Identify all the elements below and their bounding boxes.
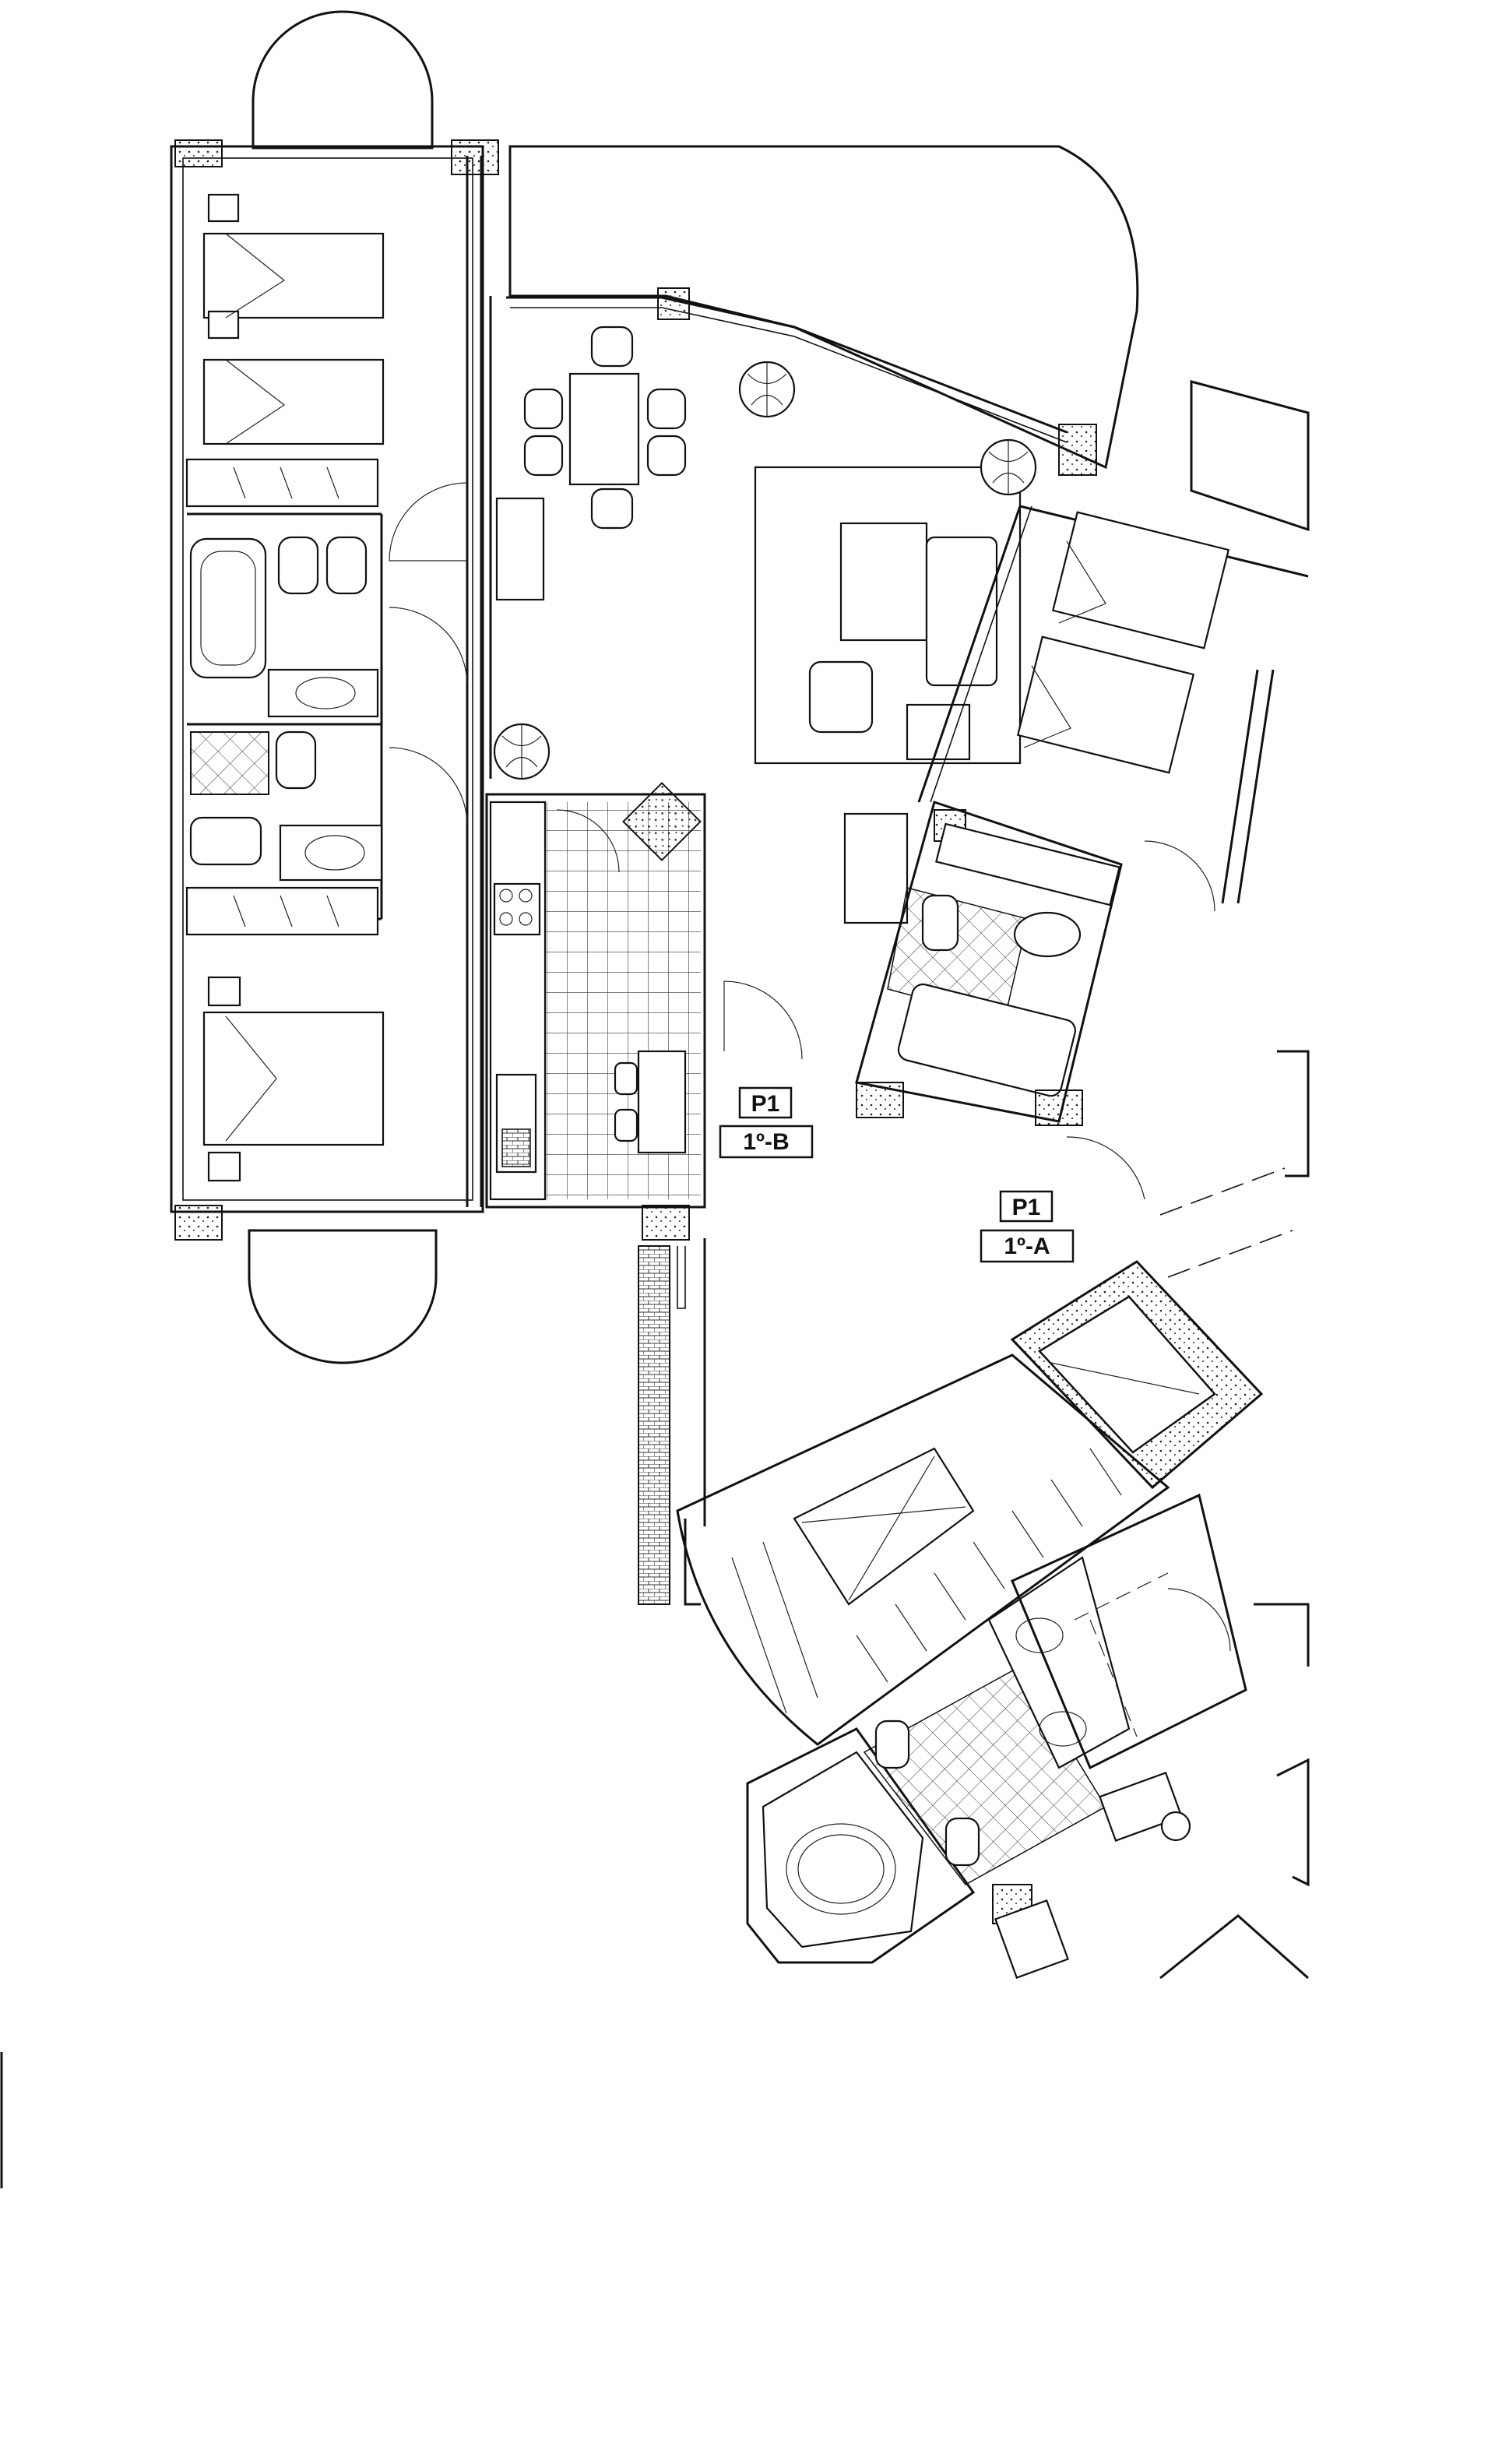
terrace xyxy=(508,145,1310,532)
living-walls xyxy=(489,287,1097,779)
plants xyxy=(493,361,1037,780)
unit-a-bathroom xyxy=(855,801,1123,1126)
label-unit-a-unit: 1º-A xyxy=(1004,1234,1050,1259)
label-unit-b-block: P1 xyxy=(751,1091,780,1117)
doors-b xyxy=(389,482,468,826)
label-unit-a-block: P1 xyxy=(1012,1195,1041,1220)
kitchen xyxy=(485,782,706,1209)
bathroom-b2 xyxy=(189,730,383,882)
bedroom-twin-beds xyxy=(185,193,385,508)
bathroom-b1 xyxy=(189,536,379,718)
unit-b-walls xyxy=(170,139,690,1241)
bedroom-double xyxy=(185,886,385,1182)
label-unit-b-unit: 1º-B xyxy=(743,1129,789,1155)
staircase xyxy=(676,1353,1170,1746)
living-room-furniture xyxy=(754,466,1022,924)
label-unit-a: P1 1º-A xyxy=(980,1190,1075,1263)
balcony-bottom xyxy=(248,1229,438,1364)
master-bath xyxy=(746,1556,1131,1964)
right-edge-partial xyxy=(1159,1050,1310,1278)
dining-table xyxy=(495,326,687,601)
label-unit-b: P1 1º-B xyxy=(719,1086,814,1159)
balcony-top xyxy=(252,10,434,150)
lift-shaft xyxy=(1010,1260,1264,1490)
unit-a-bedroom xyxy=(917,505,1309,912)
hall xyxy=(638,980,1145,1605)
closet-and-bedroom-lower xyxy=(994,1493,1310,1980)
